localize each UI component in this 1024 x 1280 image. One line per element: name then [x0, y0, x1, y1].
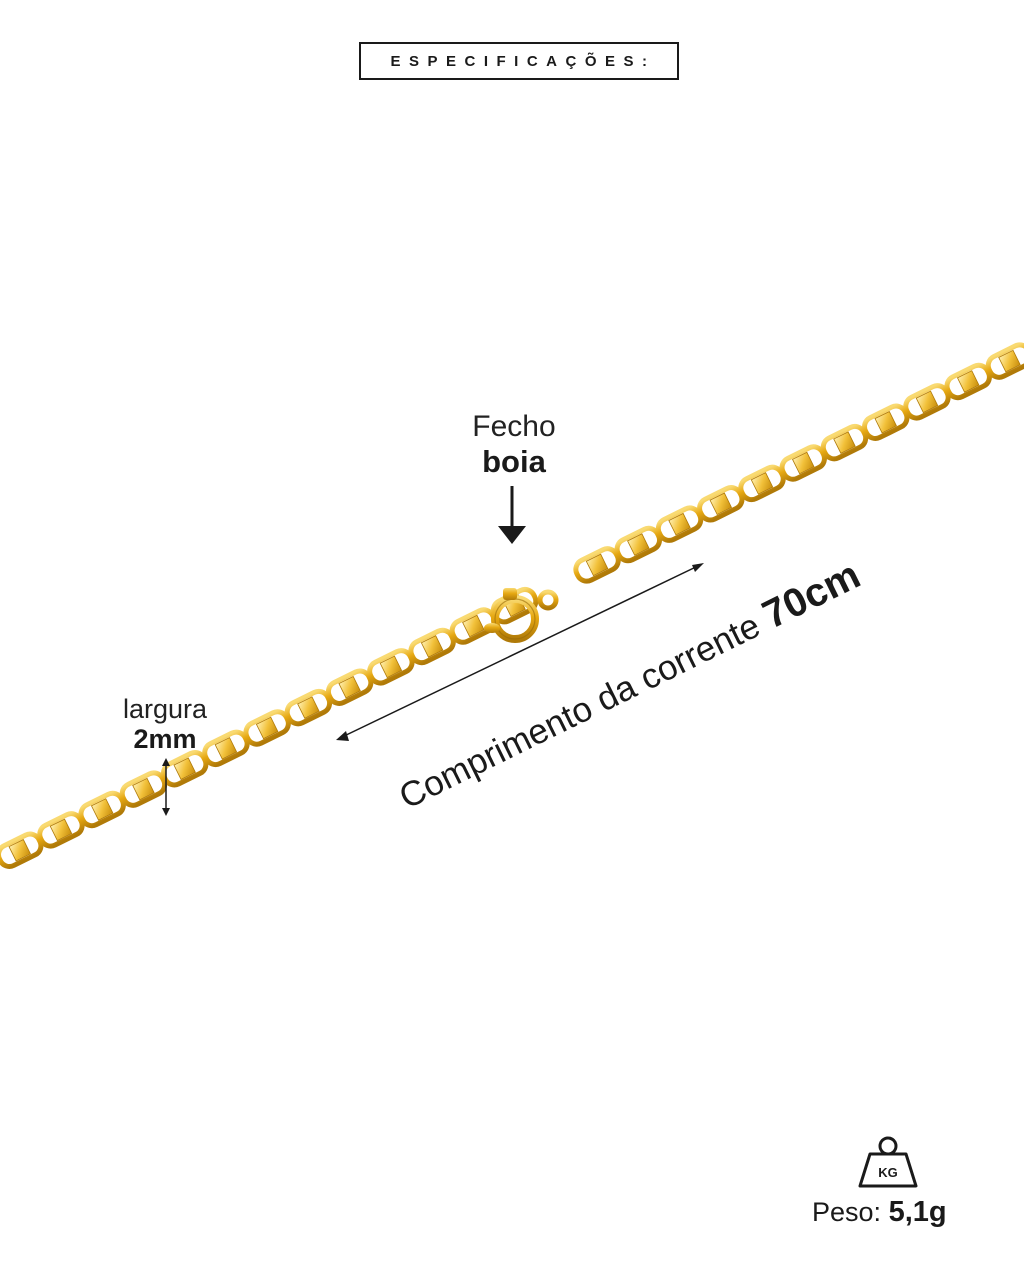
chain-link: [862, 403, 910, 441]
clasp-label-bottom: boia: [482, 444, 546, 479]
weight-label: Peso: 5,1g: [812, 1196, 962, 1229]
chain-link: [944, 362, 992, 401]
chain-link: [573, 546, 621, 584]
clasp-arrow: [498, 486, 526, 544]
weight-kg-icon: KG: [858, 1136, 918, 1188]
chain-link: [160, 750, 209, 788]
chain-link: [243, 709, 291, 747]
width-indicator: [162, 758, 170, 816]
weight-icon-text: KG: [878, 1165, 898, 1180]
chain-link: [903, 383, 951, 421]
specifications-header: ESPECIFICAÇÕES:: [359, 42, 679, 80]
weight-label-text: Peso:: [812, 1197, 882, 1227]
chain-link: [614, 525, 662, 564]
width-label-top: largura: [122, 694, 208, 724]
gold-chain: [0, 342, 1024, 869]
clasp-label-top: Fecho: [472, 410, 556, 443]
chain-link: [325, 668, 374, 706]
chain-link: [779, 444, 827, 482]
width-label-bottom: 2mm: [133, 724, 197, 754]
chain-link: [119, 770, 168, 808]
weight-label-value: 5,1g: [888, 1196, 947, 1228]
chain-link: [37, 811, 85, 849]
chain-link: [697, 485, 745, 523]
chain-link: [284, 688, 333, 727]
chain-link: [655, 505, 704, 543]
chain-link: [820, 423, 869, 462]
chain-link: [367, 648, 415, 686]
specifications-title: ESPECIFICAÇÕES:: [390, 52, 656, 70]
chain-link: [78, 790, 126, 829]
chain-link: [408, 627, 456, 666]
chain-link: [738, 464, 786, 503]
length-arrow: [336, 563, 704, 741]
spring-ring-clasp: [484, 588, 559, 643]
chain-link: [985, 342, 1024, 380]
